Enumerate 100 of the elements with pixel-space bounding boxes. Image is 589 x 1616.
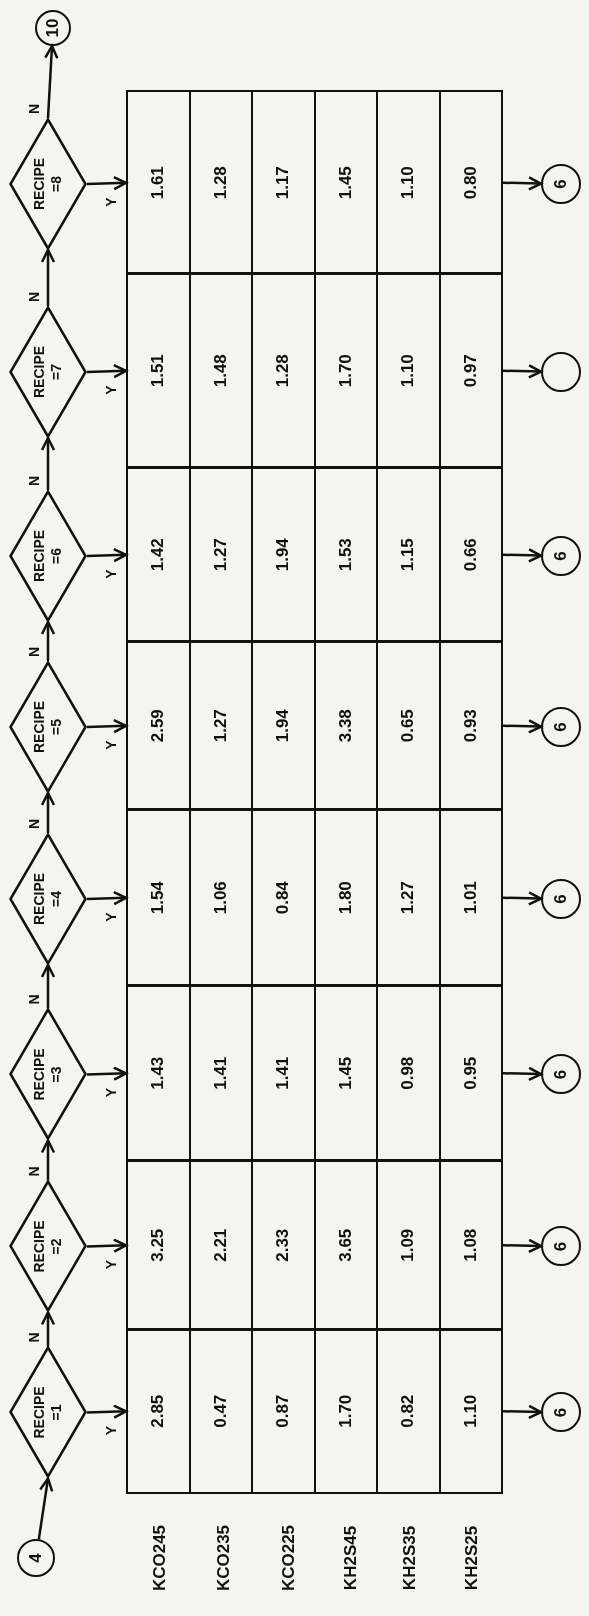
table-cell: 1.10 xyxy=(376,274,439,467)
arrow xyxy=(502,1066,543,1082)
decision-text: RECIPE =4 xyxy=(31,871,65,928)
decision-diamond xyxy=(9,833,87,965)
table-column xyxy=(126,984,503,1162)
table-cell: 1.01 xyxy=(438,810,501,985)
edge-label: N xyxy=(26,994,42,1005)
table-cell: 1.10 xyxy=(438,1330,501,1492)
edge-label: N xyxy=(26,291,42,303)
arrow xyxy=(40,1139,56,1181)
arrow xyxy=(40,791,56,833)
connector-circle: 6 xyxy=(541,707,581,747)
table-cell-text: 1.51 xyxy=(147,353,169,390)
table-cell: 0.47 xyxy=(188,1330,251,1492)
connector-circle: 6 xyxy=(541,879,581,919)
table-cell: 0.97 xyxy=(438,274,501,467)
table-cell: 0.95 xyxy=(438,986,501,1160)
table-cell: 0.66 xyxy=(438,468,501,641)
table-cell: 1.70 xyxy=(313,274,376,467)
table-cell-text: 1.43 xyxy=(147,1055,169,1092)
table-cell-text: 2.85 xyxy=(147,1393,169,1430)
arrow xyxy=(502,548,543,563)
arrow xyxy=(502,176,543,191)
arrow xyxy=(502,364,543,379)
connector-circle: 6 xyxy=(541,164,581,204)
arrow xyxy=(40,1311,56,1347)
connector-circle: 6 xyxy=(541,1392,581,1433)
edge-label: Y xyxy=(102,912,119,922)
edge-label: Y xyxy=(102,1425,119,1436)
edge-label: N xyxy=(26,646,42,658)
edge-label: Y xyxy=(102,197,119,207)
table-cell: 1.70 xyxy=(313,1330,376,1492)
table-cell: 1.27 xyxy=(188,642,251,809)
table-cell: 1.45 xyxy=(313,92,376,273)
edge-label: Y xyxy=(102,569,119,579)
table-cell: 2.21 xyxy=(188,1161,251,1329)
table-column xyxy=(126,90,503,275)
table-cell: 1.94 xyxy=(251,468,314,641)
decision-diamond xyxy=(9,661,87,793)
table-cell: 0.87 xyxy=(251,1330,314,1492)
connector-circle: 4 xyxy=(17,1539,55,1577)
table-cell: 1.28 xyxy=(251,274,314,467)
row-label: KH2S35 xyxy=(400,1525,420,1591)
table-cell: 1.41 xyxy=(251,986,314,1160)
arrow xyxy=(40,963,56,1009)
arrow xyxy=(86,1066,128,1081)
table-cell: 1.08 xyxy=(438,1161,501,1329)
table-cell: 2.33 xyxy=(251,1161,314,1329)
decision-diamond xyxy=(9,490,87,622)
edge-label: Y xyxy=(102,385,119,395)
table-cell: 1.94 xyxy=(251,642,314,809)
decision-text: RECIPE =5 xyxy=(31,699,65,756)
arrow xyxy=(40,436,56,490)
arrow xyxy=(86,1404,128,1419)
decision-text: RECIPE =7 xyxy=(31,344,65,401)
arrow xyxy=(86,363,128,379)
decision-text: RECIPE =8 xyxy=(31,156,65,213)
table-cell: 0.93 xyxy=(438,642,501,809)
table-cell: 0.80 xyxy=(438,92,501,273)
decision-diamond xyxy=(9,306,87,438)
table-column xyxy=(126,640,503,811)
table-cell: 1.06 xyxy=(188,810,251,985)
table-cell: 1.27 xyxy=(188,468,251,641)
table-cell-text: 1.61 xyxy=(147,165,169,202)
edge-label: Y xyxy=(102,740,119,750)
table-cell: 1.17 xyxy=(251,92,314,273)
table-cell: 1.09 xyxy=(376,1161,439,1329)
connector-circle xyxy=(541,352,581,392)
arrow xyxy=(502,1404,543,1420)
table-cell: 0.84 xyxy=(251,810,314,985)
table-cell: 1.10 xyxy=(376,92,439,273)
table-cell: 0.65 xyxy=(376,642,439,809)
arrow xyxy=(44,44,59,119)
table-column xyxy=(126,272,503,469)
arrow xyxy=(86,890,128,906)
decision-text: RECIPE =2 xyxy=(31,1219,65,1275)
arrow xyxy=(40,620,56,661)
arrow xyxy=(86,175,128,191)
arrow xyxy=(86,718,128,734)
arrow xyxy=(502,1238,543,1254)
row-label: KCO235 xyxy=(214,1524,234,1592)
decision-text: RECIPE =3 xyxy=(31,1047,65,1103)
row-label: KCO245 xyxy=(149,1524,170,1592)
edge-label: Y xyxy=(102,1087,119,1098)
edge-label: N xyxy=(26,1332,42,1343)
decision-diamond xyxy=(9,1180,87,1313)
table-cell-text: 2.59 xyxy=(147,708,169,745)
connector-circle: 10 xyxy=(35,10,71,46)
edge-label: Y xyxy=(102,1259,119,1270)
table-cell: 1.28 xyxy=(188,92,251,273)
table-cell-text: 1.42 xyxy=(147,537,169,574)
arrow xyxy=(502,719,543,734)
edge-label: N xyxy=(26,1166,42,1177)
table-cell: 1.27 xyxy=(376,810,439,985)
row-label: KH2S25 xyxy=(461,1525,482,1591)
decision-text: RECIPE =6 xyxy=(31,528,65,585)
table-cell-text: 1.54 xyxy=(147,880,169,917)
decision-diamond xyxy=(9,118,87,250)
table-column xyxy=(126,1328,503,1494)
arrow xyxy=(86,547,128,563)
